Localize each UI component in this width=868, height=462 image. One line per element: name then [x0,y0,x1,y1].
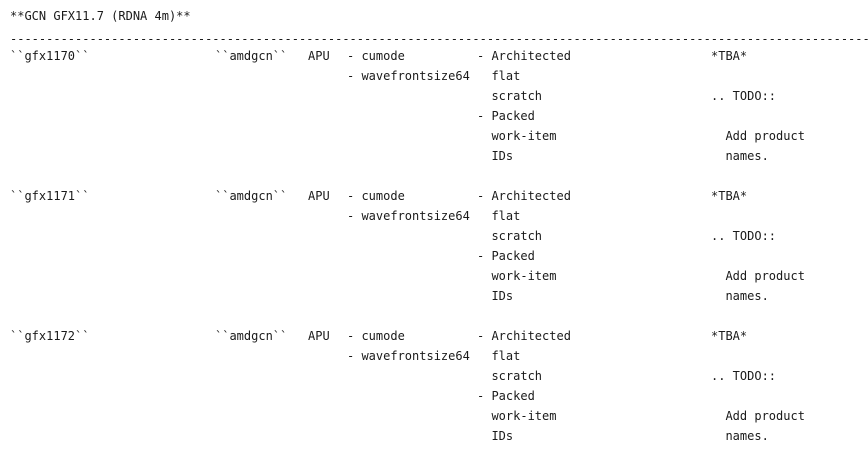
features-cell: - cumode - wavefrontsize64 [347,189,470,223]
kind-cell: APU [308,329,330,343]
features-cell: - cumode - wavefrontsize64 [347,49,470,83]
table-row: ``gfx1170`` ``amdgcn`` APU - cumode - wa… [0,46,868,166]
separator-line: ----------------------------------------… [10,32,868,46]
kind-cell: APU [308,189,330,203]
properties-cell: - Architected flat scratch - Packed work… [477,49,571,163]
products-cell: *TBA* .. TODO:: Add product names. [711,329,805,443]
target-triple-cell: ``amdgcn`` [215,189,288,203]
target-triple-cell: ``amdgcn`` [215,49,288,63]
properties-cell: - Architected flat scratch - Packed work… [477,329,571,443]
kind-cell: APU [308,49,330,63]
table-row: ``gfx1171`` ``amdgcn`` APU - cumode - wa… [0,186,868,306]
properties-cell: - Architected flat scratch - Packed work… [477,189,571,303]
products-cell: *TBA* .. TODO:: Add product names. [711,49,805,163]
processor-cell: ``gfx1172`` [10,329,90,343]
products-cell: *TBA* .. TODO:: Add product names. [711,189,805,303]
table-row: ``gfx1172`` ``amdgcn`` APU - cumode - wa… [0,326,868,446]
features-cell: - cumode - wavefrontsize64 [347,329,470,363]
processor-cell: ``gfx1170`` [10,49,90,63]
target-triple-cell: ``amdgcn`` [215,329,288,343]
doc-heading: **GCN GFX11.7 (RDNA 4m)** [10,9,191,23]
processor-cell: ``gfx1171`` [10,189,90,203]
